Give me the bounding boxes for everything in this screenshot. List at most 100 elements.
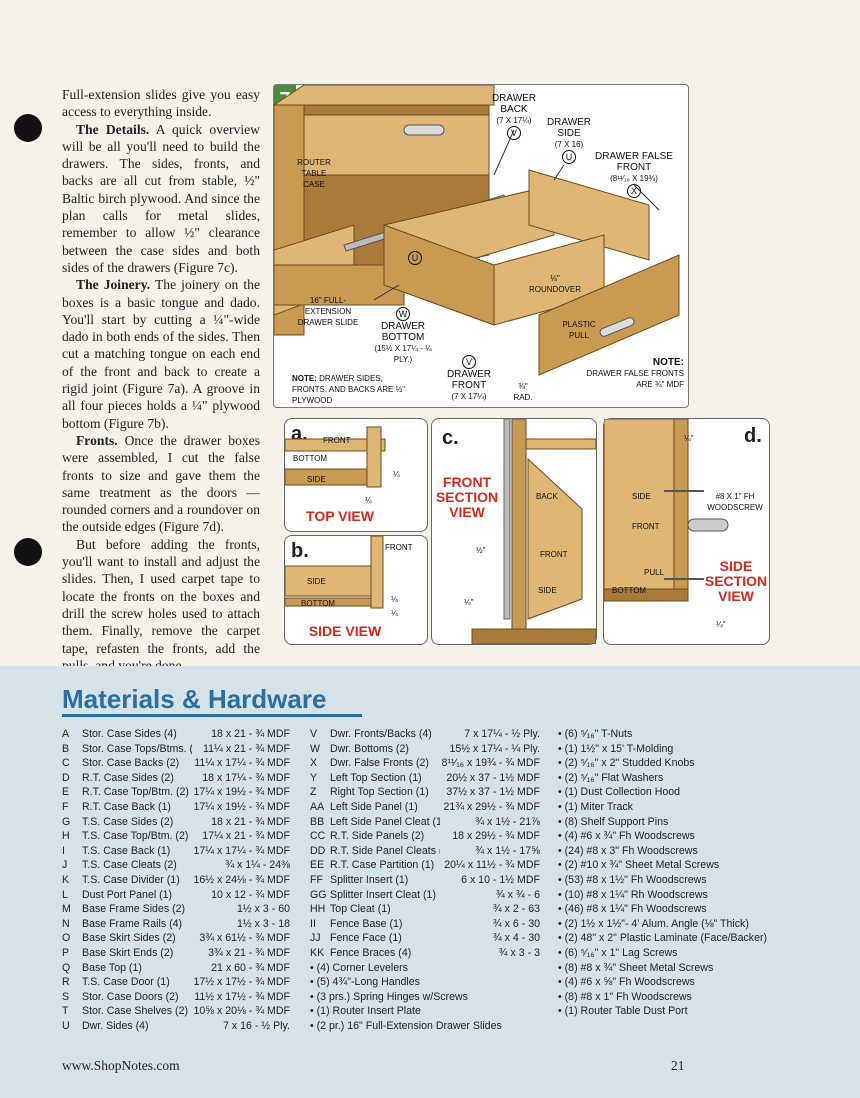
part-dimensions: 11¼ x 21 - ¾ MDF	[203, 742, 290, 755]
hardware-item: • (8) #8 x ¾" Sheet Metal Screws	[558, 961, 714, 974]
note-heading: NOTE:	[292, 374, 317, 383]
part-name: Base Skirt Sides (2)	[82, 932, 176, 945]
part-letter: H	[62, 830, 70, 843]
part-name: Stor. Case Sides (4)	[82, 728, 177, 740]
part-letter: AA	[310, 800, 325, 813]
part-letter: P	[62, 946, 70, 959]
dimension: ¼	[391, 595, 398, 604]
part-name: Left Side Panel Cleat (1)	[330, 815, 440, 828]
part-letter: R	[62, 976, 70, 989]
part-letter: T	[62, 1005, 69, 1018]
part-letter: G	[62, 815, 71, 828]
part-dimensions: 17¼ x 17¼ - ¾ MDF	[193, 844, 290, 857]
label-pull: PLASTIC PULL	[562, 320, 596, 340]
part-dimensions: 1½ x 3 - 18	[237, 917, 290, 930]
part-name: Base Frame Rails (4)	[82, 917, 183, 930]
part-dimensions: 18 x 21 - ¾ MDF	[211, 728, 290, 740]
detail-a-top-view: a. FRONT BOTTOM SIDE ¼ ¼ TOP VIEW	[284, 418, 428, 532]
part-name: R.T. Case Back (1)	[82, 800, 171, 813]
part-dimensions: ¾ x 3 - 3	[498, 946, 540, 959]
part-name: Right Top Section (1)	[330, 786, 429, 799]
note-heading: NOTE:	[652, 357, 684, 368]
part-id: V	[507, 126, 521, 140]
part-dimensions: 6 x 10 - 1½ MDF	[461, 873, 540, 886]
hardware-item: • (2 pr.) 16" Full-Extension Drawer Slid…	[310, 1019, 502, 1032]
part-letter: GG	[310, 888, 327, 901]
materials-title: Materials & Hardware	[62, 684, 327, 714]
part-letter: V	[310, 728, 318, 740]
part-letter: C	[62, 757, 70, 770]
part-dimensions: ¾ x 2 - 63	[492, 903, 540, 916]
dimension: ¼	[365, 496, 372, 505]
label-drawer-front: V DRAWER FRONT (7 x 17¼)	[439, 355, 499, 402]
hardware-item: • (2) ⁵⁄₁₆" x 2" Studded Knobs	[558, 757, 695, 770]
view-title: FRONT SECTION VIEW	[435, 474, 499, 520]
label-drawer-back: DRAWER BACK (7 x 17¼) V	[484, 93, 544, 140]
materials-row: N Base Frame Rails (4) 1½ x 3 - 18	[62, 917, 290, 932]
part-dimensions: 17½ x 17½ - ¾ MDF	[193, 976, 290, 989]
hardware-item: • (4) #6 x ¾" Fh Woodscrews	[558, 830, 695, 843]
hardware-item: • (1) Miter Track	[558, 800, 633, 813]
part-name: Stor. Case Doors (2)	[82, 990, 179, 1003]
part-dimensions: ¾ x 6 - 30	[492, 917, 540, 930]
label-drawer-bottom: W DRAWER BOTTOM (15½ x 17¼ - ¼ Ply.)	[372, 307, 434, 365]
label-side: SIDE	[307, 475, 326, 484]
part-dimensions: ¾ x 1½ - 17⅝	[475, 844, 540, 857]
paragraph: Fronts. Once the drawer boxes were assem…	[62, 432, 260, 536]
part-dimensions: ¾ x ¾ - 6	[495, 888, 540, 901]
part-name: Base Top (1)	[82, 961, 142, 974]
detail-a-drawing	[285, 426, 386, 488]
part-letter: DD	[310, 844, 326, 857]
label-front: FRONT	[323, 436, 351, 445]
dimension: ¼"	[716, 620, 726, 629]
part-letter: I	[62, 844, 65, 857]
materials-panel	[0, 666, 860, 1098]
detail-b-drawing	[285, 536, 384, 609]
article-body: Full-extension slides give you easy acce…	[62, 86, 260, 674]
part-letter: N	[62, 917, 70, 930]
part-dimensions: 16½ x 24⅛ - ¾ MDF	[193, 873, 290, 886]
label-radius: ⅜" RAD.	[513, 382, 533, 402]
figure-drawer-exploded: 7 ROUTER TABLE CASE	[273, 84, 689, 408]
hardware-item: • (10) #8 x 1¼" Rh Woodscrews	[558, 888, 708, 901]
part-name: Dust Port Panel (1)	[82, 888, 173, 901]
part-id: X	[627, 184, 641, 198]
label-text: DRAWER FRONT	[446, 369, 492, 391]
part-id: W	[396, 307, 410, 321]
part-letter: F	[62, 800, 69, 813]
part-letter: Z	[310, 786, 317, 799]
note-false-fronts: NOTE: DRAWER FALSE FRONTS ARE ¾" MDF	[574, 357, 685, 390]
detail-b-side-view: b. FRONT SIDE BOTTOM ¼ ¼ SIDE VIEW	[284, 535, 428, 645]
label-slide: 16" FULL-EXTENSION DRAWER SLIDE	[297, 296, 359, 327]
part-dimensions: 3¾ x 21 - ¾ MDF	[208, 946, 290, 959]
part-dimensions: 10⅝ x 20⅛ - ¾ MDF	[193, 1005, 290, 1018]
part-letter: U	[62, 1019, 70, 1032]
hardware-item: • (2) ⁵⁄₁₆" Flat Washers	[558, 771, 664, 784]
part-dimensions: 18 x 29½ - ¾ MDF	[452, 830, 540, 843]
part-name: R.T. Side Panel Cleats (2)	[330, 844, 440, 857]
part-name: Fence Face (1)	[330, 932, 402, 945]
detail-letter: d.	[744, 425, 762, 447]
label-dim: (15½ x 17¼ - ¼ Ply.)	[374, 344, 432, 364]
paragraph-heading: Fronts.	[76, 432, 118, 448]
label-bottom: BOTTOM	[301, 599, 336, 608]
part-letter: J	[62, 859, 68, 872]
part-name: Dwr. False Fronts (2)	[330, 757, 429, 770]
part-letter: L	[62, 888, 68, 901]
part-dimensions: 7 x 17¼ - ½ Ply.	[464, 728, 540, 740]
hardware-item: • (4) Corner Levelers	[310, 961, 408, 974]
part-dimensions: 3¾ x 61½ - ¾ MDF	[199, 932, 290, 945]
part-dimensions: ¾ x 1¼ - 24⅜	[225, 859, 290, 872]
